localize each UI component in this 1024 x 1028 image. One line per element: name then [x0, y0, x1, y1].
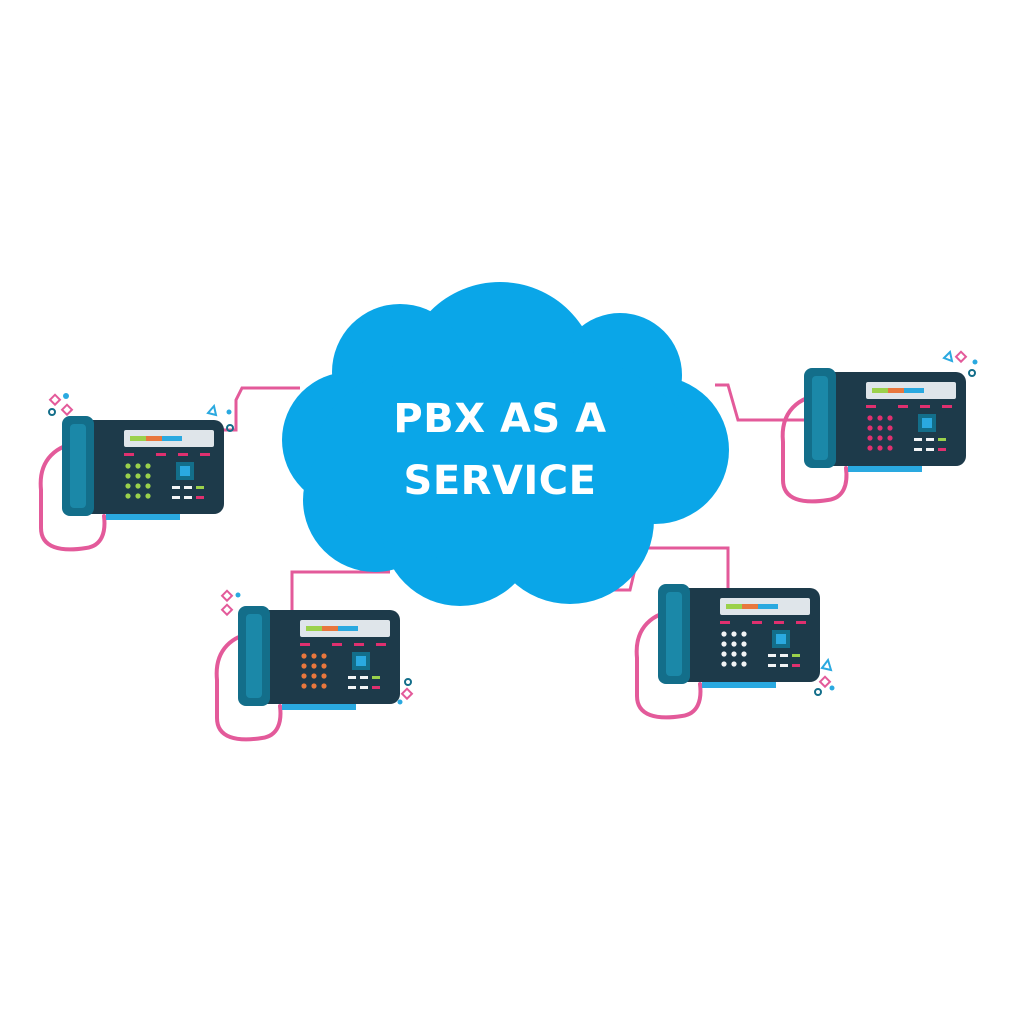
cloud-title-line-1: PBX AS A: [393, 396, 607, 442]
ip-phone-icon: [38, 414, 227, 552]
link-cloud-phone-bottom-left: [290, 570, 390, 610]
cloud-title-line-2: SERVICE: [403, 458, 597, 504]
ip-phone-icon: [214, 604, 402, 742]
ip-phone-icon: [634, 582, 822, 720]
cloud-icon: [282, 282, 729, 606]
decorative-sparkle-icon: [48, 350, 978, 705]
link-cloud-phone-top-right: [715, 383, 808, 422]
ip-phone-icon: [780, 366, 968, 504]
cloud-title: PBX AS A SERVICE: [330, 388, 670, 512]
